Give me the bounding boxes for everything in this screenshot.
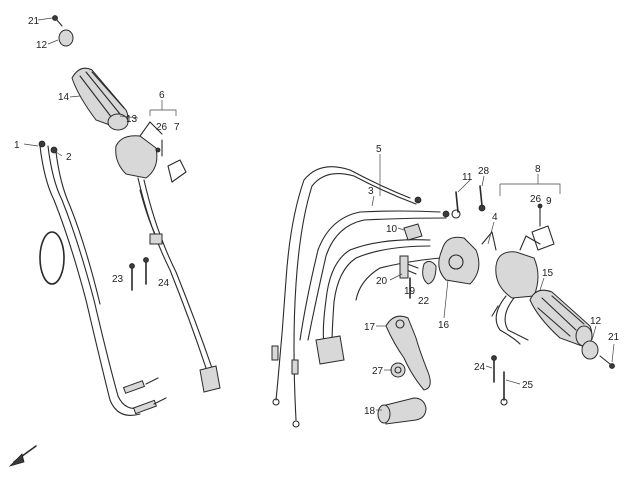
callout-28: 28	[478, 166, 490, 177]
callout-12: 12	[590, 316, 602, 327]
clutch-lever-bracket	[399, 231, 497, 299]
callout-20: 20	[376, 276, 388, 287]
callout-24: 24	[158, 278, 170, 289]
callout-11: 11	[462, 172, 473, 183]
callout-labels: 21 12 14 13 6 26 7 1 2 23 24 5 3 11 28 8…	[14, 16, 620, 417]
clutch-lever	[385, 315, 431, 391]
grip-end-weight-left	[52, 15, 74, 47]
callout-10: 10	[386, 224, 398, 235]
switch-wiring-left	[137, 177, 221, 393]
switch-wiring-right	[491, 295, 529, 345]
callout-26: 26	[530, 194, 542, 205]
callout-13: 13	[126, 114, 138, 125]
callout-2: 2	[66, 152, 72, 163]
callout-7: 7	[174, 122, 180, 133]
callout-14: 14	[58, 92, 70, 103]
callout-21: 21	[28, 16, 40, 27]
callout-8: 8	[535, 164, 541, 175]
front-direction-arrow	[8, 445, 37, 467]
callout-23: 23	[112, 274, 124, 285]
callout-17: 17	[364, 322, 376, 333]
right-grip	[529, 289, 593, 347]
lever-nut	[390, 362, 406, 378]
bolts-right	[491, 355, 508, 406]
clutch-switch	[377, 397, 427, 425]
callout-6: 6	[159, 90, 165, 101]
callout-12: 12	[36, 40, 48, 51]
callout-3: 3	[368, 186, 374, 197]
callout-5: 5	[376, 144, 382, 155]
callout-22: 22	[418, 296, 430, 307]
switch-housing-left	[115, 121, 187, 183]
callout-1: 1	[14, 140, 20, 151]
callout-15: 15	[542, 268, 554, 279]
grip-end-weight-right	[581, 340, 615, 369]
callout-27: 27	[372, 366, 384, 377]
callout-4: 4	[492, 212, 498, 223]
callout-25: 25	[522, 380, 534, 391]
bolts-center	[451, 185, 486, 219]
callout-21: 21	[608, 332, 620, 343]
bolts-left	[129, 257, 149, 291]
throttle-cables	[38, 140, 167, 416]
throttle-grip	[71, 67, 129, 131]
callout-26: 26	[156, 122, 168, 133]
switch-housing-right	[495, 203, 555, 299]
harness-center	[315, 239, 471, 365]
cable-bushing	[403, 223, 423, 241]
callout-24: 24	[474, 362, 486, 373]
control-cables	[271, 166, 450, 428]
leader-lines	[23, 17, 615, 411]
callout-18: 18	[364, 406, 376, 417]
callout-9: 9	[546, 196, 552, 207]
callout-16: 16	[438, 320, 450, 331]
callout-19: 19	[404, 286, 416, 297]
